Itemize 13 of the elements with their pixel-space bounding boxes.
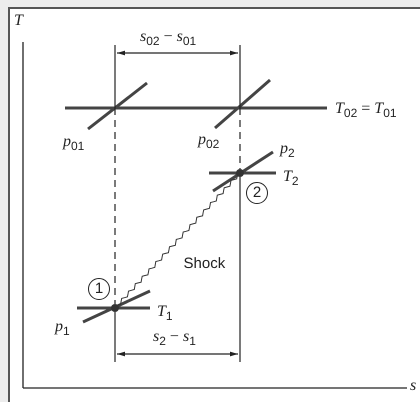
isobar-label: p$_{01}$: [63, 133, 84, 156]
isobar-label: p$_{2}$: [280, 140, 295, 162]
isobar-label: p$_{02}$: [198, 131, 220, 154]
edge-label: Shock: [184, 254, 226, 272]
isobar-label: p$_{1}$: [55, 318, 70, 340]
dimension-label: s$_{02}$ − s$_{01}$: [140, 28, 196, 50]
axis-label: T: [14, 12, 23, 30]
shock-line: [117, 175, 238, 306]
isotherm-label: T$_{1}$: [157, 303, 173, 326]
isotherm-label: T$_{2}$: [283, 168, 299, 190]
isotherm-label: T$_{02}$ = T$_{01}$: [335, 100, 397, 122]
axis-label: s: [410, 377, 416, 395]
dimension-label: s$_{2}$ − s$_{1}$: [153, 328, 196, 350]
